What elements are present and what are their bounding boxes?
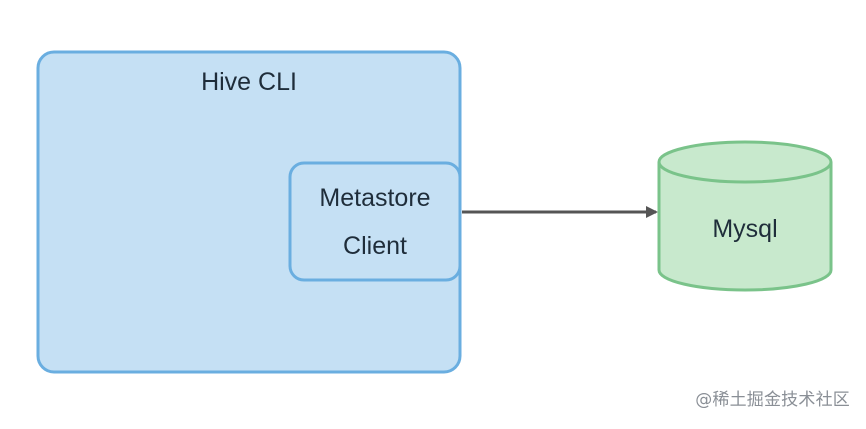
metastore-client-box: Metastore Client (288, 161, 462, 282)
database-top (657, 140, 833, 184)
hive-cli-title: Hive CLI (201, 68, 297, 96)
database-label: Mysql (712, 215, 777, 243)
database-body (657, 162, 833, 292)
mysql-database: Mysql (657, 140, 833, 292)
metastore-client-line2: Client (343, 232, 407, 260)
metastore-client-line1: Metastore (319, 184, 430, 212)
watermark: @稀土掘金技术社区 (695, 390, 850, 410)
